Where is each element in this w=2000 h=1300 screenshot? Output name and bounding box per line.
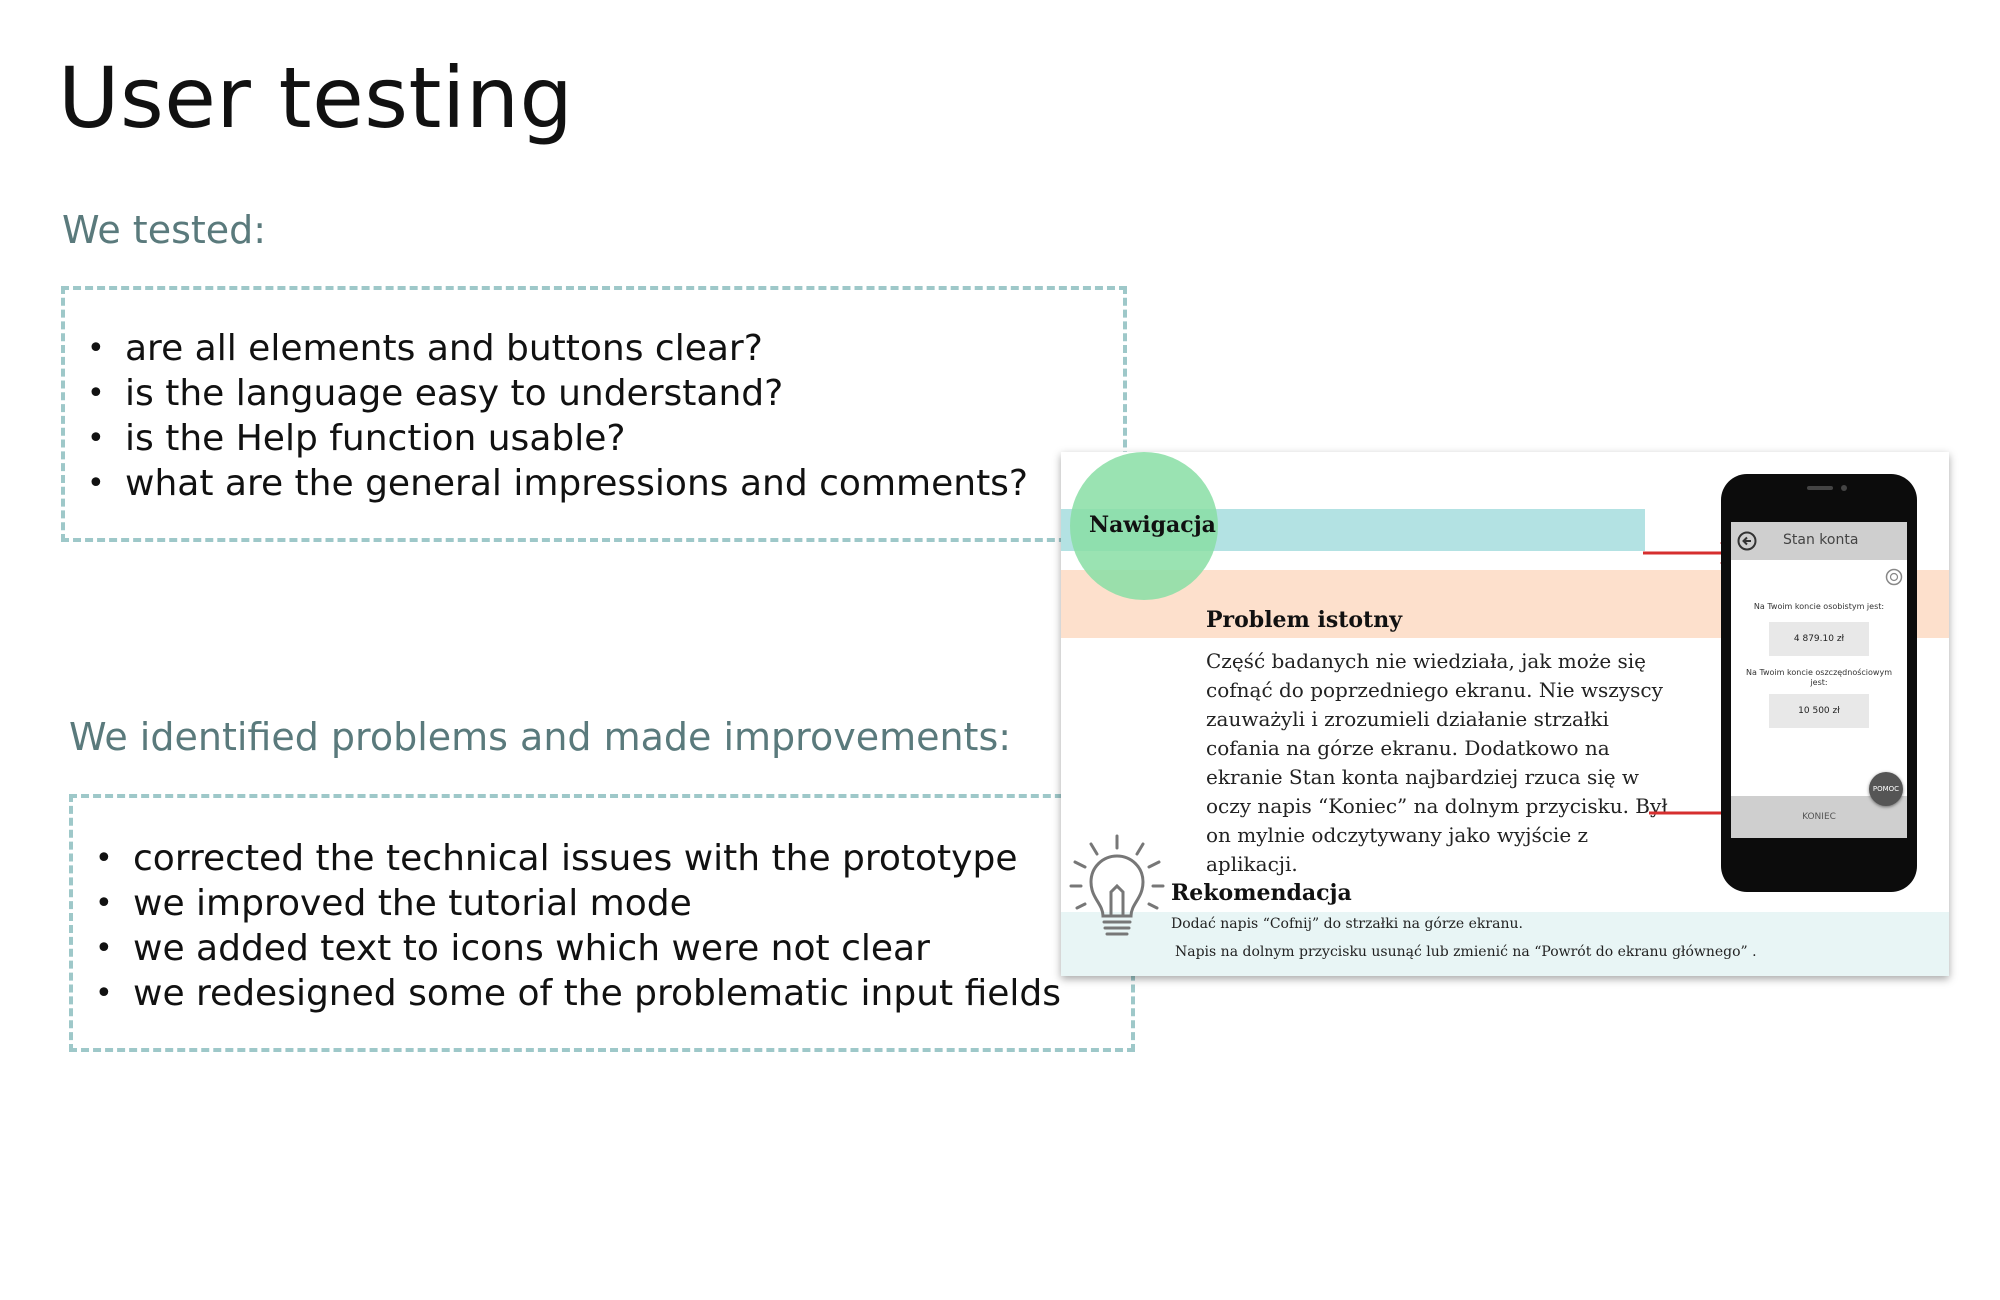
help-icon[interactable] (1885, 568, 1903, 586)
finding-slide: Nawigacja Problem istotny Część badanych… (1061, 452, 1949, 976)
phone-speaker (1807, 486, 1833, 490)
phone-screen: Stan konta Na Twoim koncie osobistym jes… (1731, 522, 1907, 838)
improvements-list: corrected the technical issues with the … (73, 836, 1131, 1016)
list-item: we redesigned some of the problematic in… (73, 971, 1131, 1016)
screen-title: Stan konta (1783, 532, 1859, 548)
list-item: is the language easy to understand? (65, 371, 1123, 416)
tested-box: are all elements and buttons clear? is t… (61, 286, 1127, 542)
nav-circle (1070, 452, 1218, 600)
screen-header: Stan konta (1731, 522, 1907, 560)
improvements-box: corrected the technical issues with the … (69, 794, 1135, 1052)
lightbulb-icon (1069, 834, 1165, 936)
nav-label: Nawigacja (1089, 512, 1216, 538)
phone-camera (1841, 485, 1847, 491)
list-item: we added text to icons which were not cl… (73, 926, 1131, 971)
help-button[interactable]: POMOC (1869, 772, 1903, 806)
savings-value: 10 500 zł (1769, 694, 1869, 728)
recommendation-band (1061, 912, 1949, 976)
page-title: User testing (58, 49, 574, 147)
account-value: 4 879.10 zł (1769, 622, 1869, 656)
savings-label: Na Twoim koncie oszczędnościowym jest: (1746, 668, 1892, 687)
account-label: Na Twoim koncie osobistym jest: (1753, 602, 1885, 611)
list-item: corrected the technical issues with the … (73, 836, 1131, 881)
phone-mockup: Stan konta Na Twoim koncie osobistym jes… (1721, 474, 1917, 892)
recommendation-text: Dodać napis “Cofnij” do strzałki na górz… (1171, 916, 1523, 932)
improvements-heading: We identified problems and made improvem… (69, 715, 1012, 759)
list-item: we improved the tutorial mode (73, 881, 1131, 926)
list-item: what are the general impressions and com… (65, 461, 1123, 506)
recommendation-title: Rekomendacja (1171, 880, 1352, 906)
list-item: is the Help function usable? (65, 416, 1123, 461)
back-arrow-icon[interactable] (1737, 531, 1757, 551)
problem-text: Część badanych nie wiedziała, jak może s… (1206, 649, 1668, 876)
list-item: are all elements and buttons clear? (65, 326, 1123, 371)
tested-list: are all elements and buttons clear? is t… (65, 326, 1123, 506)
tested-heading: We tested: (62, 208, 267, 252)
problem-title: Problem istotny (1206, 607, 1403, 633)
recommendation-text: Napis na dolnym przycisku usunąć lub zmi… (1175, 944, 1757, 960)
